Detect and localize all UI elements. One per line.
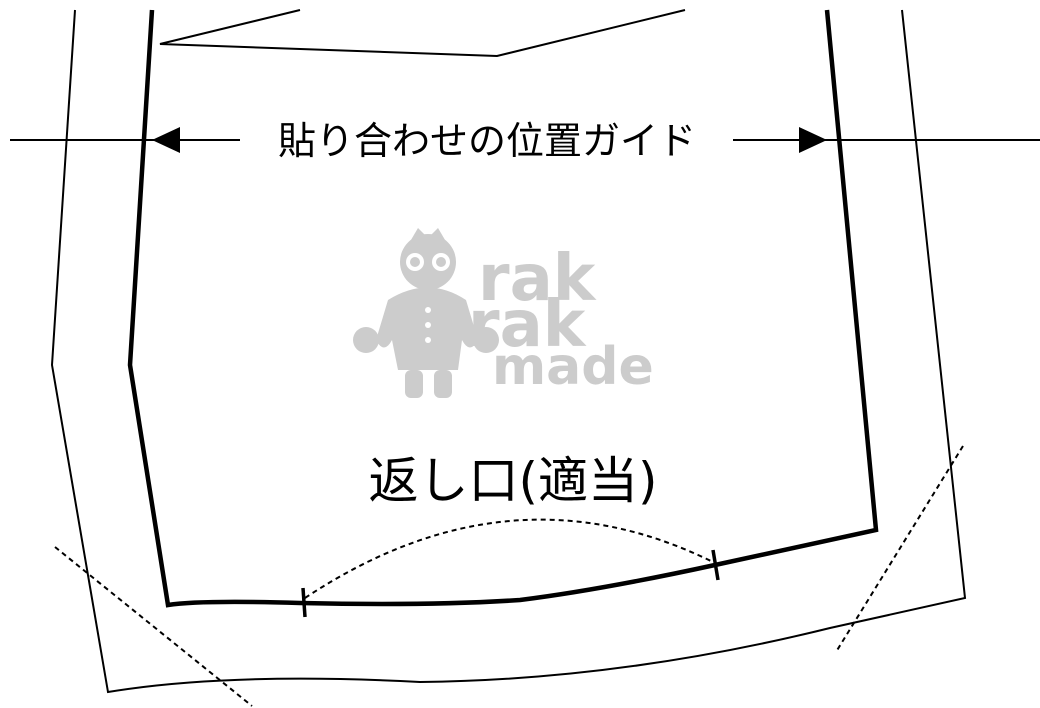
corner-cut-line-right	[835, 445, 964, 653]
corner-cut-line-left	[54, 546, 253, 707]
opening-end-tick	[711, 549, 720, 581]
mascot-icon	[353, 228, 499, 398]
watermark-text-line1: rak	[478, 242, 597, 316]
opening-label: 返し口(適当)	[368, 452, 657, 510]
opening-arc	[304, 518, 714, 599]
watermark-logo: rak rak made	[353, 228, 654, 398]
guide-arrow-left-icon	[152, 127, 180, 153]
outer-seam-allowance-line	[50, 9, 967, 694]
guide-label: 貼り合わせの位置ガイド	[278, 119, 696, 163]
fold-line	[159, 9, 686, 58]
watermark-text-line2: rak	[468, 288, 587, 362]
guide-arrow-right-icon	[799, 127, 827, 153]
opening-start-tick	[301, 587, 307, 618]
watermark-text-line3: made	[492, 337, 654, 397]
seam-line	[127, 9, 879, 608]
